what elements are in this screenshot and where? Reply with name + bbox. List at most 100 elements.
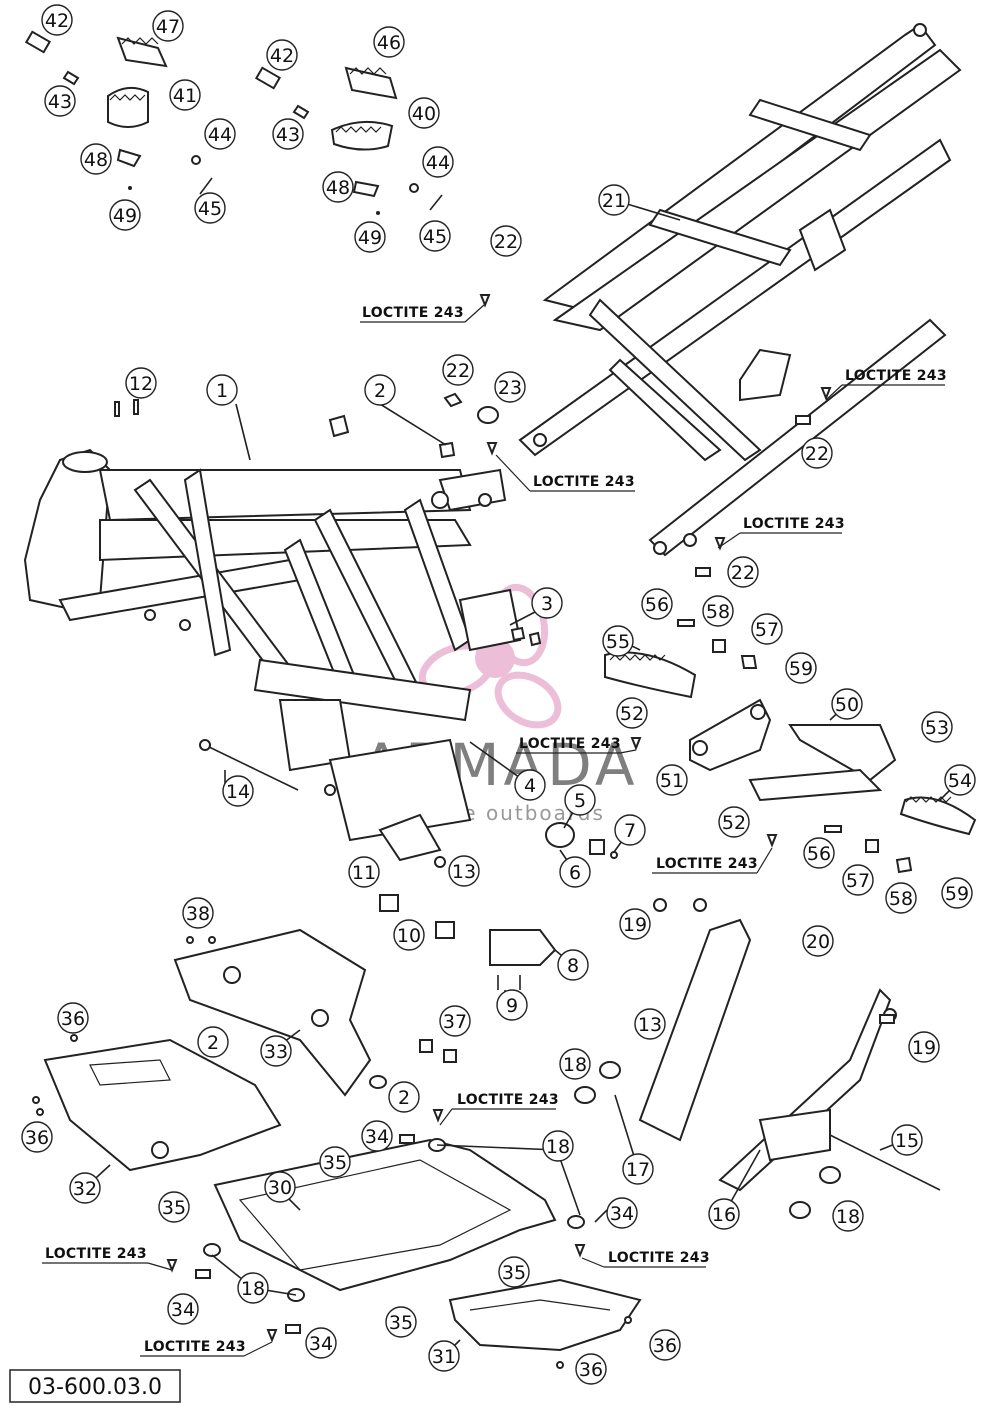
callout-57: 57 <box>842 864 874 896</box>
callout-number: 48 <box>84 149 108 171</box>
callout-number: 17 <box>626 1159 650 1181</box>
callout-number: 8 <box>567 955 579 977</box>
loctite-note: LOCTITE 243 <box>439 1092 559 1126</box>
callout-circle <box>641 588 673 620</box>
callout-35: 35 <box>498 1256 530 1288</box>
callout-17: 17 <box>622 1153 654 1185</box>
callout-number: 35 <box>323 1152 347 1174</box>
callout-number: 54 <box>948 770 972 792</box>
loctite-note: LOCTITE 243 <box>42 1246 173 1271</box>
callout-34: 34 <box>305 1327 337 1359</box>
callout-36: 36 <box>57 1002 89 1034</box>
callout-number: 36 <box>579 1359 603 1381</box>
callout-circle <box>891 1124 923 1156</box>
callout-number: 34 <box>171 1299 195 1321</box>
callout-number: 13 <box>452 861 476 883</box>
loctite-note-leader <box>243 1341 273 1357</box>
callout-18: 18 <box>559 1048 591 1080</box>
callout-number: 6 <box>569 862 581 884</box>
callout-number: 36 <box>61 1008 85 1030</box>
callout-36: 36 <box>575 1353 607 1385</box>
callout-2: 2 <box>388 1081 420 1113</box>
callout-number: 58 <box>706 601 730 623</box>
loctite-note-text: LOCTITE 243 <box>845 368 947 384</box>
callout-circle <box>708 1198 740 1230</box>
callout-number: 22 <box>494 231 518 253</box>
callout-circle <box>496 989 528 1021</box>
callout-circle <box>169 79 201 111</box>
callout-circle <box>182 897 214 929</box>
callout-number: 19 <box>623 914 647 936</box>
callout-circle <box>656 764 688 796</box>
callout-7: 7 <box>614 814 646 846</box>
callout-30: 30 <box>264 1171 296 1203</box>
callout-number: 34 <box>365 1126 389 1148</box>
callout-number: 37 <box>443 1011 467 1033</box>
lever-and-footrest-assemblies <box>604 619 977 874</box>
callout-11: 11 <box>348 856 380 888</box>
callout-8: 8 <box>557 949 589 981</box>
loctite-note: LOCTITE 243 <box>140 1339 273 1357</box>
callout-number: 35 <box>389 1312 413 1334</box>
callout-35: 35 <box>385 1306 417 1338</box>
callout-circle <box>498 1256 530 1288</box>
callout-number: 55 <box>606 631 630 653</box>
callout-circle <box>266 39 298 71</box>
heat-shield <box>173 928 387 1097</box>
loctite-note: LOCTITE 243 <box>717 516 845 549</box>
callout-circle <box>649 1329 681 1361</box>
callout-number: 10 <box>397 925 421 947</box>
loctite-note-leader <box>717 532 741 549</box>
parts-artwork <box>23 23 977 1369</box>
callout-number: 38 <box>186 903 210 925</box>
callout-number: 35 <box>502 1262 526 1284</box>
loctite-note-text: LOCTITE 243 <box>362 305 464 321</box>
callout-circle <box>944 764 976 796</box>
callout-number: 16 <box>712 1204 736 1226</box>
callout-circle <box>602 625 634 657</box>
loctite-note-text: LOCTITE 243 <box>45 1246 147 1262</box>
callout-circle <box>260 1035 292 1067</box>
loctite-note-text: LOCTITE 243 <box>457 1092 559 1108</box>
callout-number: 45 <box>423 226 447 248</box>
drawing-code-box: 03-600.03.0 <box>9 1369 181 1403</box>
callout-35: 35 <box>158 1191 190 1223</box>
callout-number: 3 <box>541 593 553 615</box>
callout-36: 36 <box>21 1121 53 1153</box>
callout-50: 50 <box>831 688 863 720</box>
callout-number: 42 <box>270 45 294 67</box>
callout-21: 21 <box>598 184 630 216</box>
callout-circle <box>197 1026 229 1058</box>
main-frame <box>23 448 522 862</box>
drawing-code: 03-600.03.0 <box>28 1375 162 1400</box>
callout-number: 40 <box>412 103 436 125</box>
callout-circle <box>125 367 157 399</box>
callout-number: 56 <box>807 843 831 865</box>
callout-34: 34 <box>606 1197 638 1229</box>
callout-circle <box>885 882 917 914</box>
callout-circle <box>385 1306 417 1338</box>
callout-9: 9 <box>496 989 528 1021</box>
callout-51: 51 <box>656 764 688 796</box>
callout-56: 56 <box>641 588 673 620</box>
callout-37: 37 <box>439 1005 471 1037</box>
callout-circle <box>354 221 386 253</box>
callout-circle <box>152 10 184 42</box>
callout-number: 45 <box>198 198 222 220</box>
callout-circle <box>908 1031 940 1063</box>
loctite-note-text: LOCTITE 243 <box>533 474 635 490</box>
callout-number: 18 <box>563 1054 587 1076</box>
callout-48: 48 <box>80 143 112 175</box>
callout-number: 46 <box>377 32 401 54</box>
callout-circle <box>319 1146 351 1178</box>
callout-number: 48 <box>326 177 350 199</box>
callout-58: 58 <box>885 882 917 914</box>
side-cover <box>43 1038 282 1172</box>
callout-circle <box>41 4 73 36</box>
callout-circle <box>718 806 750 838</box>
callout-number: 44 <box>426 152 450 174</box>
callout-circle <box>921 711 953 743</box>
callout-circle <box>803 837 835 869</box>
loctite-note: LOCTITE 243 <box>495 454 635 492</box>
